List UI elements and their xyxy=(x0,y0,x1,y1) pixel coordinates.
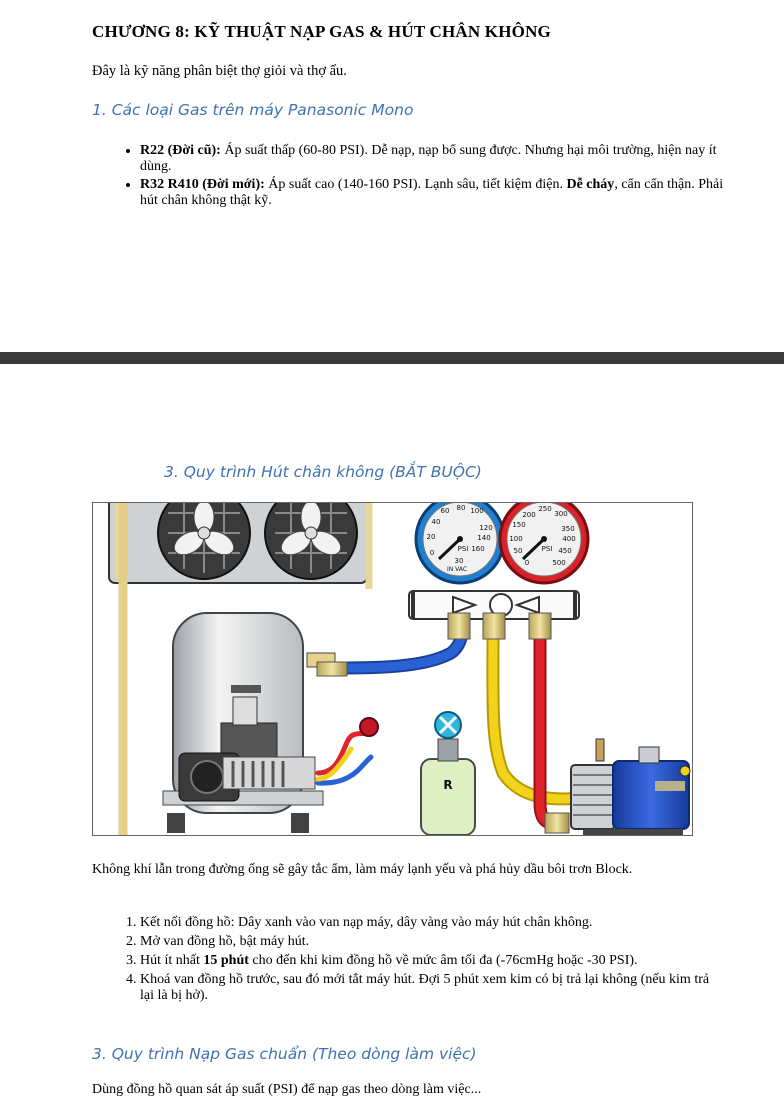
compressor xyxy=(162,612,336,833)
condenser-unit xyxy=(108,503,373,589)
service-port-fitting xyxy=(316,661,348,677)
gauge-unit: PSI xyxy=(458,545,469,553)
gauge-tick: 40 xyxy=(432,518,441,526)
manifold-gauge-set: 60 80 100 40 120 20 140 0 160 PSI 30 IN … xyxy=(408,503,590,640)
gauge-tick: 140 xyxy=(477,534,490,542)
gas-label: R32 R410 (Đời mới): xyxy=(140,177,265,192)
fan-right xyxy=(264,503,358,580)
gauge-tick: 0 xyxy=(430,549,434,557)
gauge-tick: 30 xyxy=(455,557,464,565)
gauge-tick: 160 xyxy=(471,545,484,553)
gas-warning: Dễ cháy xyxy=(566,177,615,192)
tank-label: R xyxy=(443,778,452,792)
section-heading-gas-types: 1. Các loại Gas trên máy Panasonic Mono xyxy=(92,101,414,119)
gauge-unit: PSI xyxy=(542,545,553,553)
gauge-tick: 100 xyxy=(509,535,522,543)
chapter-title: CHƯƠNG 8: KỸ THUẬT NẠP GAS & HÚT CHÂN KH… xyxy=(92,22,551,41)
fan-left xyxy=(157,503,251,580)
gauge-tick: 60 xyxy=(441,507,450,515)
gas-description-tail: , cẩn cẩn thận. Phải hút chân không thật… xyxy=(140,177,724,208)
gauge-tick: 200 xyxy=(522,511,535,519)
cut-off-paragraph: Dùng đồng hồ quan sát áp suất (PSI) để n… xyxy=(92,1082,482,1097)
gauge-tick: 300 xyxy=(554,510,567,518)
gauge-tick: 450 xyxy=(558,547,571,555)
gauge-tick: 150 xyxy=(512,521,525,529)
pump-inlet-fitting xyxy=(544,812,570,834)
gauge-tick: 400 xyxy=(562,535,575,543)
figure-caption: Không khí lẫn trong đường ống sẽ gây tắc… xyxy=(92,862,633,877)
page-break-band xyxy=(0,352,784,364)
step-text: Hút ít nhất xyxy=(140,953,204,968)
list-item-r32-r410: R32 R410 (Đời mới): Áp suất cao (140-160… xyxy=(140,177,730,209)
gauge-tick: 100 xyxy=(470,507,483,515)
gauge-tick: 250 xyxy=(538,505,551,513)
vacuum-diagram: 60 80 100 40 120 20 140 0 160 PSI 30 IN … xyxy=(108,503,691,835)
step-text: cho đến khi kim đồng hồ về mức âm tối đa… xyxy=(248,953,638,968)
schrader-valve-red xyxy=(359,717,379,737)
refrigerant-tank: R xyxy=(420,711,476,835)
vacuum-diagram-figure: 60 80 100 40 120 20 140 0 160 PSI 30 IN … xyxy=(92,502,693,836)
gauge-tick: 120 xyxy=(479,524,492,532)
vacuum-steps-list: Kết nối đồng hồ: Dây xanh vào van nạp má… xyxy=(113,915,710,1007)
low-pressure-gauge: 60 80 100 40 120 20 140 0 160 PSI 30 IN … xyxy=(414,503,506,585)
intro-paragraph: Đây là kỹ năng phân biệt thợ giỏi và thợ… xyxy=(92,63,347,79)
list-item: Kết nối đồng hồ: Dây xanh vào van nạp má… xyxy=(140,915,710,931)
gauge-tick: 350 xyxy=(561,525,574,533)
gauge-tick: 50 xyxy=(514,547,523,555)
list-item: Hút ít nhất 15 phút cho đến khi kim đồng… xyxy=(140,953,710,969)
section-heading-gas-charging: 3. Quy trình Nạp Gas chuẩn (Theo dòng là… xyxy=(92,1045,477,1063)
section-heading-vacuum: 3. Quy trình Hút chân không (BẮT BUỘC) xyxy=(164,463,482,481)
gauge-tick: 500 xyxy=(552,559,565,567)
list-item: Mở van đồng hồ, bật máy hút. xyxy=(140,934,710,950)
gauge-tick: 80 xyxy=(457,504,466,512)
vacuum-pump xyxy=(570,738,691,835)
gas-type-list: R22 (Đời cũ): Áp suất thấp (60-80 PSI). … xyxy=(113,143,730,211)
high-pressure-gauge: 200 250 300 150 350 100 400 50 450 0 500… xyxy=(498,503,590,585)
list-item: Khoá van đồng hồ trước, sau đó mới tắt m… xyxy=(140,972,710,1004)
gauge-tick: 20 xyxy=(427,533,436,541)
gas-description: Áp suất thấp (60-80 PSI). Dễ nạp, nạp bổ… xyxy=(140,143,717,174)
gauge-unit: IN VAC xyxy=(447,566,467,573)
gauge-tick: 0 xyxy=(525,559,529,567)
gas-description: Áp suất cao (140-160 PSI). Lạnh sâu, tiế… xyxy=(264,177,567,192)
step-emphasis: 15 phút xyxy=(203,953,249,968)
gas-label: R22 (Đời cũ): xyxy=(140,143,221,158)
list-item-r22: R22 (Đời cũ): Áp suất thấp (60-80 PSI). … xyxy=(140,143,730,175)
